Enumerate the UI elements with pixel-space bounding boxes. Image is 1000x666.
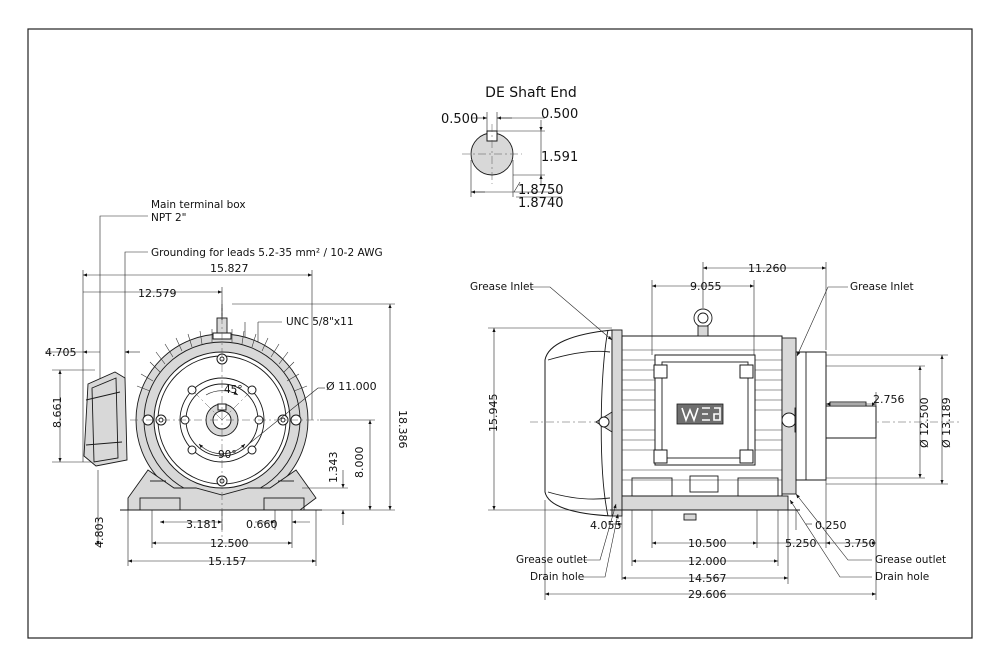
dim-10500: 10.500 <box>688 537 727 550</box>
dim-2756: 2.756 <box>873 393 905 406</box>
label-grease-inlet-right: Grease Inlet <box>850 281 914 293</box>
label-grease-outlet-left: Grease outlet <box>516 554 587 566</box>
note-terminal-box: Main terminal box <box>151 199 246 211</box>
key-depth: 1.591 <box>541 150 578 165</box>
shaft-dia-min: 1.8740 <box>518 196 564 211</box>
dim-29606: 29.606 <box>688 588 727 601</box>
shaft-dia-max: 1.8750 <box>518 183 564 198</box>
shaft-end-view: DE Shaft End 0.500 0.500 1.591 1.8750 1.… <box>441 85 578 211</box>
shaft-title: DE Shaft End <box>485 85 577 101</box>
label-drain-hole-left: Drain hole <box>530 571 584 583</box>
dim-8000: 8.000 <box>353 447 366 479</box>
label-grease-inlet-left: Grease Inlet <box>470 281 534 293</box>
dim-4705: 4.705 <box>45 346 77 359</box>
dim-18386: 18.386 <box>396 410 409 449</box>
dim-14567: 14.567 <box>688 572 727 585</box>
key-width-left: 0.500 <box>441 112 478 127</box>
dim-12000: 12.000 <box>688 555 727 568</box>
note-unc: UNC 5/8"x11 <box>286 316 354 328</box>
dim-9055: 9.055 <box>690 280 722 293</box>
dim-15827: 15.827 <box>210 262 249 275</box>
dim-11260: 11.260 <box>748 262 787 275</box>
note-grounding: Grounding for leads 5.2-35 mm² / 10-2 AW… <box>151 247 383 259</box>
dim-dia-13189: Ø 13.189 <box>940 397 953 448</box>
angle-90: 90° <box>218 449 237 461</box>
dim-12579: 12.579 <box>138 287 177 300</box>
label-drain-hole-right: Drain hole <box>875 571 929 583</box>
dim-4803: 4.803 <box>93 517 106 549</box>
dim-15945: 15.945 <box>487 394 500 433</box>
side-view: Grease Inlet Grease Inlet 11.260 9.055 1… <box>470 262 960 601</box>
key-width-right: 0.500 <box>541 107 578 122</box>
angle-45: 45° <box>224 384 243 396</box>
front-end-view: Main terminal box NPT 2" Grounding for l… <box>45 199 409 568</box>
dim-3181: 3.181 <box>186 518 218 531</box>
weg-logo-plate <box>676 403 724 425</box>
dim-5250: 5.250 <box>785 537 817 550</box>
note-npt: NPT 2" <box>151 212 186 224</box>
dim-11000: Ø 11.000 <box>326 380 377 393</box>
dim-1343: 1.343 <box>327 452 340 484</box>
label-grease-outlet-right: Grease outlet <box>875 554 946 566</box>
dim-3750: 3.750 <box>844 537 876 550</box>
dim-15157: 15.157 <box>208 555 247 568</box>
dim-4055: 4.055 <box>590 519 622 532</box>
dim-dia-12500: Ø 12.500 <box>918 397 931 448</box>
dim-8661: 8.661 <box>51 397 64 429</box>
dim-12500: 12.500 <box>210 537 249 550</box>
dim-0660: 0.660 <box>246 518 278 531</box>
drawing-border <box>27 28 973 639</box>
dim-0250: 0.250 <box>815 519 847 532</box>
